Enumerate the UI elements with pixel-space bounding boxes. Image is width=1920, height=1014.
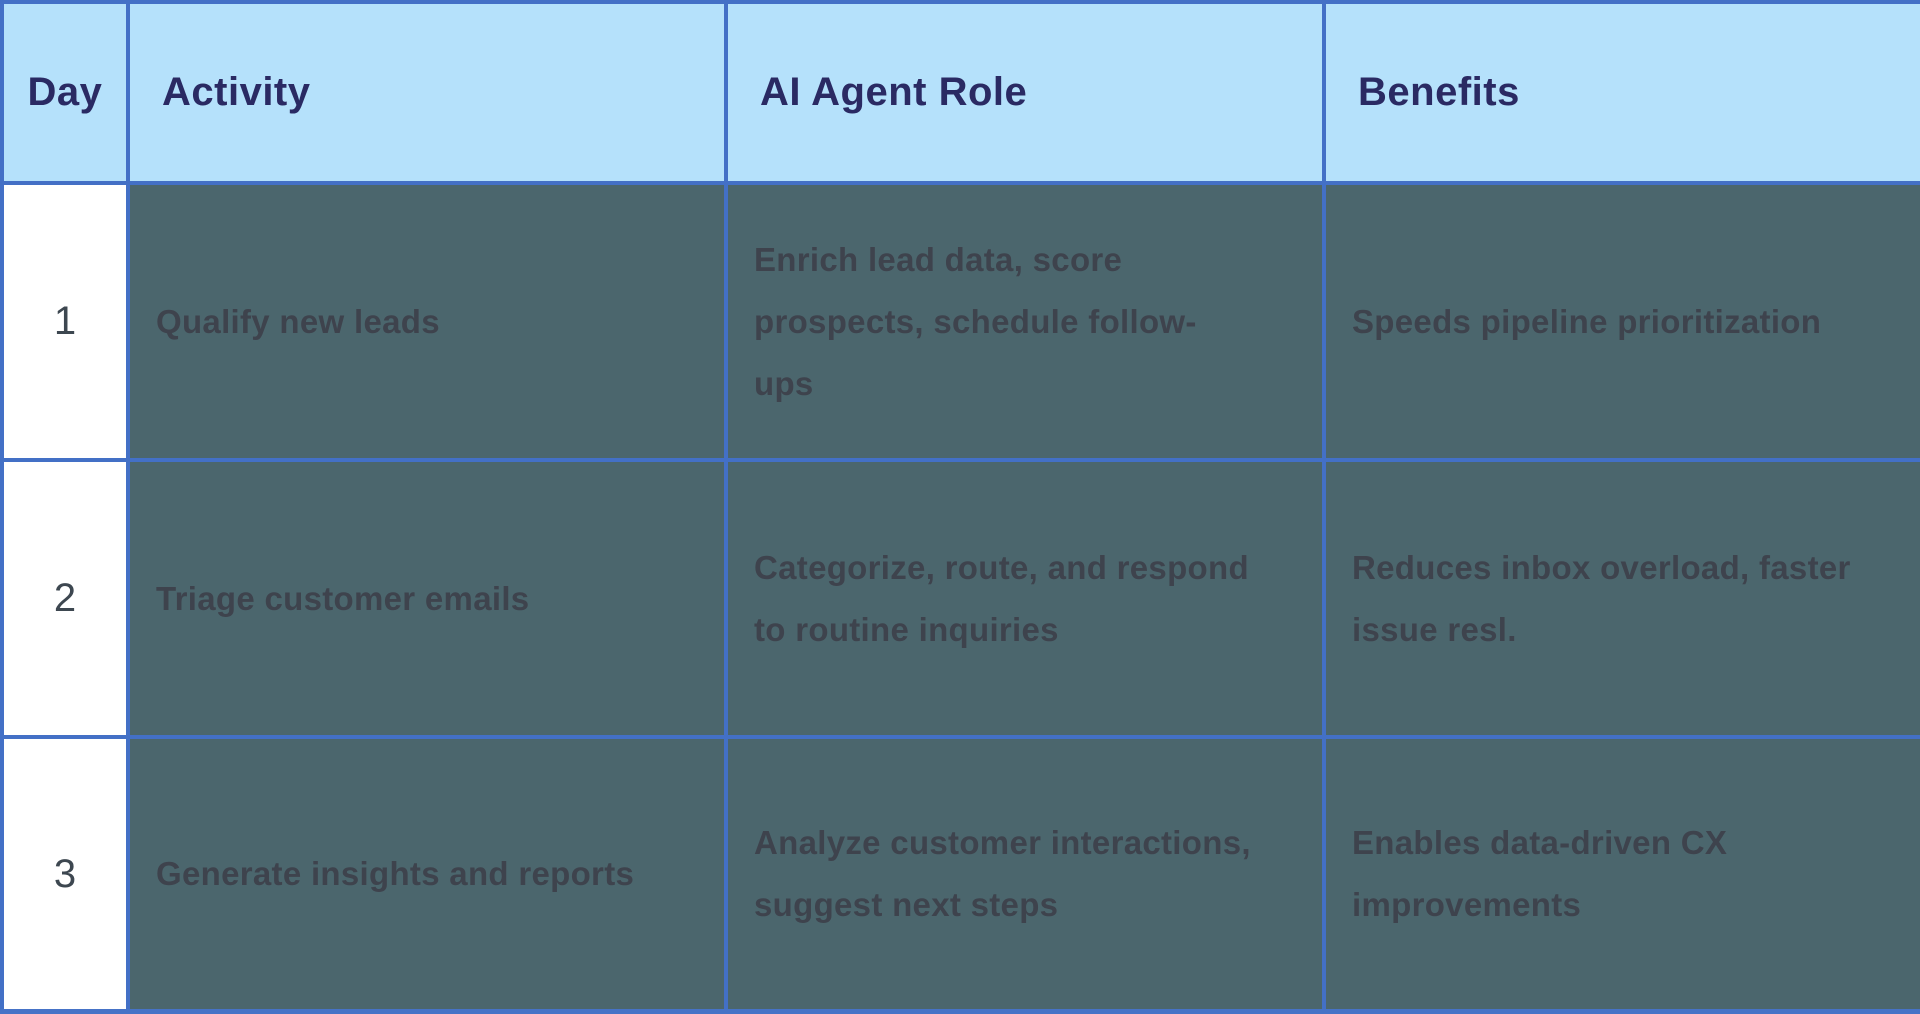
cell-ai-agent-role-3: Analyze customer interactions, suggest n… — [724, 735, 1326, 1014]
header-cell-day: Day — [0, 0, 130, 185]
cell-activity-3: Generate insights and reports — [126, 735, 728, 1014]
header-cell-ai-agent-role: AI Agent Role — [724, 0, 1326, 185]
cell-activity-1: Qualify new leads — [126, 181, 728, 462]
table-row-day-1: 1 Qualify new leads Enrich lead data, sc… — [0, 181, 1920, 462]
table-row-day-2: 2 Triage customer emails Categorize, rou… — [0, 458, 1920, 739]
cell-ai-agent-role-1: Enrich lead data, score prospects, sched… — [724, 181, 1326, 462]
header-row: Day Activity AI Agent Role Benefits — [0, 0, 1920, 185]
cell-benefits-1: Speeds pipeline prioritization — [1322, 181, 1920, 462]
cell-benefits-2: Reduces inbox overload, faster issue res… — [1322, 458, 1920, 739]
header-cell-activity: Activity — [126, 0, 728, 185]
header-cell-benefits: Benefits — [1322, 0, 1920, 185]
cell-day-1: 1 — [0, 181, 130, 462]
table-body: 1 Qualify new leads Enrich lead data, sc… — [0, 181, 1920, 1014]
table-row-day-3: 3 Generate insights and reports Analyze … — [0, 735, 1920, 1014]
cell-benefits-3: Enables data-driven CX improvements — [1322, 735, 1920, 1014]
cell-day-2: 2 — [0, 458, 130, 739]
table-header: Day Activity AI Agent Role Benefits — [0, 0, 1920, 185]
cell-day-3: 3 — [0, 735, 130, 1014]
cell-ai-agent-role-2: Categorize, route, and respond to routin… — [724, 458, 1326, 739]
cell-activity-2: Triage customer emails — [126, 458, 728, 739]
